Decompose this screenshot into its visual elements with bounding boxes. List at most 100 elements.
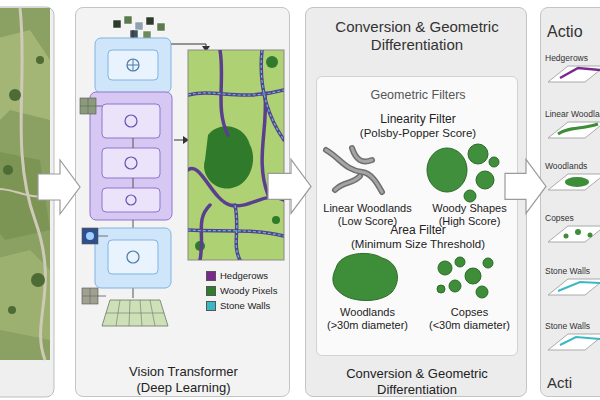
copse-blobs (438, 261, 452, 275)
hedgerow-lines (188, 50, 284, 260)
linear-woodland-shapes (352, 148, 372, 162)
stone-wall-lines (188, 230, 284, 236)
vit-blocks (202, 46, 210, 52)
hedgerow-lines (262, 95, 268, 195)
copse-blobs (449, 280, 461, 292)
legend-swatch (206, 271, 216, 281)
node-label: (Low Score) (320, 215, 415, 228)
layer-plates (575, 229, 581, 235)
aerial-photo (8, 306, 16, 314)
woody-shapes (489, 157, 499, 167)
woody-shapes (468, 144, 488, 164)
legend-text: Woody Pixels (220, 285, 277, 296)
stone-wall-lines (188, 90, 284, 95)
aerial-photo (9, 89, 21, 101)
vit-blocks (146, 17, 154, 25)
copse-blobs (437, 285, 445, 293)
hedgerow-lines (188, 90, 284, 95)
shape-group: Linear Woodlands(Low Score) (320, 140, 415, 230)
node-label: Linear Woodlands (320, 202, 415, 215)
aerial-photo (0, 30, 50, 130)
vit-blocks (102, 188, 160, 212)
node-label: Linearity Filter (317, 112, 519, 126)
node-label: Vision Transformer (76, 364, 291, 380)
hedgerow-lines (235, 205, 240, 260)
node-label: Woodlands (320, 306, 415, 319)
vit-blocks (133, 30, 134, 38)
vit-blocks (102, 148, 160, 178)
layer-plates (565, 177, 589, 187)
layer-plates (548, 122, 600, 138)
node-label: Woodlands (545, 161, 600, 171)
copse-blobs (455, 257, 465, 267)
layer-plates (558, 124, 598, 134)
aerial-photo (0, 8, 50, 360)
vit-blocks (86, 232, 94, 240)
node-label: (<30m diameter) (422, 319, 517, 332)
aerial-photo (0, 7, 54, 397)
panel: ActioActiHedgerowsLinear WoodlaWoodlands… (540, 7, 600, 397)
vit-blocks (82, 228, 98, 244)
vit-blocks (108, 240, 158, 274)
node-label: (>30m diameter) (320, 319, 415, 332)
vit-blocks (113, 20, 121, 28)
legend: HedgerowsWoody PixelsStone Walls (206, 268, 277, 313)
layer-plates (548, 334, 600, 350)
node-label: Stone Walls (545, 266, 600, 276)
linear-woodland-shapes (326, 150, 382, 192)
node-label: Woody Shapes (422, 202, 517, 215)
output-layer: Woodlands (545, 161, 600, 175)
node-label: Copses (545, 213, 600, 223)
aerial-photo (36, 56, 44, 64)
shape-group: Woodlands(>30m diameter) (320, 252, 415, 334)
legend-swatch (206, 286, 216, 296)
vit-blocks (124, 16, 132, 24)
legend-text: Stone Walls (220, 300, 270, 311)
vit-blocks (127, 59, 139, 71)
layer-plates (548, 174, 600, 190)
vit-blocks (126, 195, 136, 205)
vit-blocks (174, 140, 184, 141)
output-layer: Linear Woodla (545, 109, 600, 123)
node-label: Stone Walls (545, 321, 600, 331)
woody-shapes (427, 144, 499, 202)
vit-blocks (127, 251, 139, 263)
legend-text: Hedgerows (220, 270, 268, 281)
output-layer: Hedgerows (545, 53, 600, 67)
woodland-blob (333, 253, 398, 300)
output-layer: Copses (545, 213, 600, 227)
linear-woodland-shapes (352, 148, 372, 162)
segmentation-map (188, 50, 284, 260)
vit-blocks (80, 98, 96, 114)
woody-shapes (476, 171, 494, 189)
layer-plates (548, 66, 600, 350)
segmentation-map (204, 126, 253, 188)
stone-wall-lines (188, 50, 284, 260)
linear-woodland-shapes (326, 148, 382, 192)
vit-blocks (168, 44, 206, 48)
node-label: (Polsby-Popper Score) (317, 127, 519, 141)
linear-woodland-shapes (335, 176, 360, 190)
layer-plates (558, 282, 600, 291)
shape-group: Woody Shapes(High Score) (422, 140, 517, 230)
flow-arrow (505, 159, 546, 213)
copse-blobs (465, 268, 481, 284)
node-label: (High Score) (422, 215, 517, 228)
layer-plates (560, 68, 600, 78)
segmentation-map (266, 56, 278, 68)
woody-shapes (464, 190, 476, 202)
vit-blocks (90, 92, 172, 220)
layer-plates (560, 337, 600, 345)
aerial-photo (20, 8, 45, 360)
woody-shapes (427, 148, 467, 192)
node-label: Linear Woodla (545, 109, 600, 119)
layer-plates (548, 66, 600, 82)
vit-blocks (125, 157, 137, 169)
node-label: Copses (422, 306, 517, 319)
hedgerow-lines (188, 168, 284, 205)
legend-row: Woody Pixels (206, 283, 277, 298)
copse-blobs (483, 258, 493, 268)
vit-blocks (133, 138, 134, 298)
hedgerow-lines (200, 205, 210, 260)
node-label: (Deep Learning) (76, 380, 291, 396)
